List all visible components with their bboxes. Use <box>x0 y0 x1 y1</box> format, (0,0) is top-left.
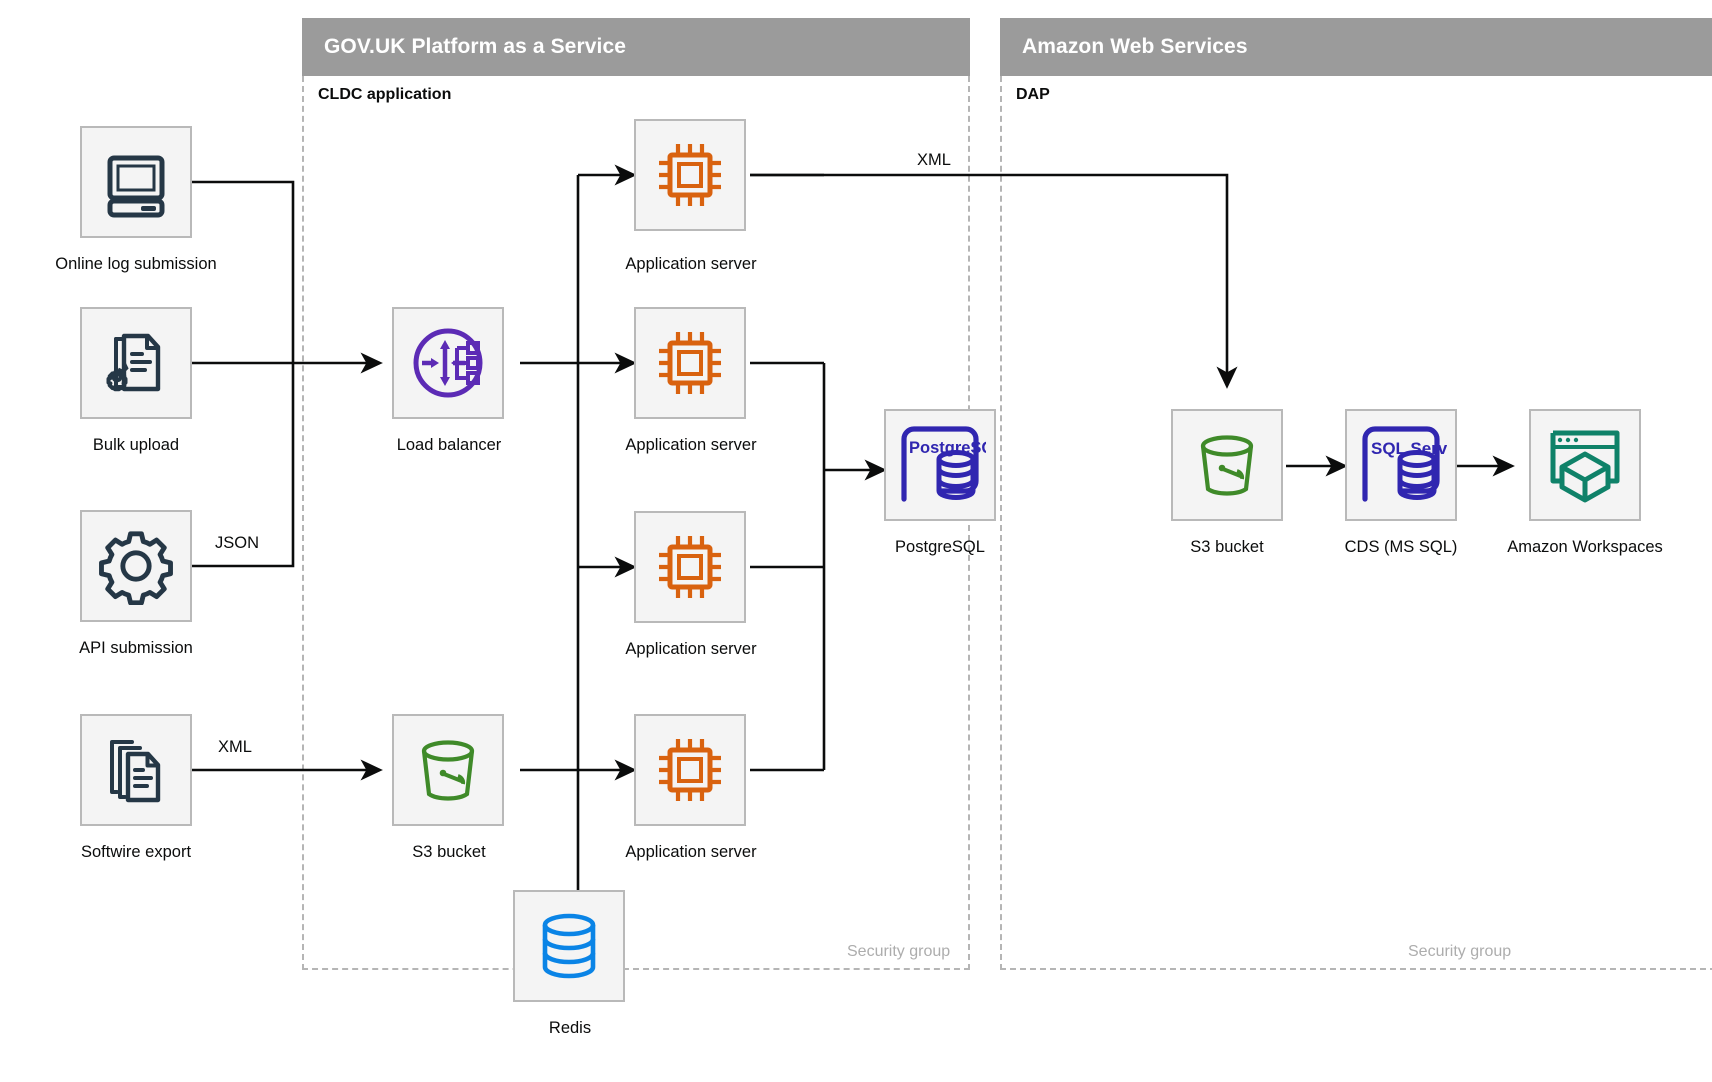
node-softwire-export[interactable] <box>80 714 192 826</box>
node-label-api-submission: API submission <box>79 639 193 657</box>
node-label-s3-bucket-dap: S3 bucket <box>1190 538 1264 556</box>
group-header-paas: GOV.UK Platform as a Service <box>302 18 970 76</box>
node-label-app-server-3: Application server <box>625 640 757 658</box>
node-s3-bucket-dap[interactable] <box>1171 409 1283 521</box>
sql-server-icon: SQL Server <box>1362 426 1447 502</box>
node-load-balancer[interactable] <box>392 307 504 419</box>
node-label-amazon-workspaces: Amazon Workspaces <box>1507 538 1663 556</box>
node-label-cds-ms-sql: CDS (MS SQL) <box>1344 538 1458 556</box>
s3-bucket-icon <box>1200 435 1254 496</box>
group-title-paas: GOV.UK Platform as a Service <box>324 35 626 58</box>
group-header-aws: Amazon Web Services <box>1000 18 1712 76</box>
gear-icon <box>99 531 173 605</box>
node-app-server-2[interactable] <box>634 307 746 419</box>
node-cds-ms-sql[interactable]: SQL Server <box>1345 409 1457 521</box>
cpu-chip-icon <box>659 332 721 394</box>
node-label-redis: Redis <box>548 1019 592 1037</box>
node-bulk-upload[interactable] <box>80 307 192 419</box>
security-group-label-aws: Security group <box>1408 943 1512 960</box>
security-group-label-paas: Security group <box>847 943 951 960</box>
database-cylinder-icon <box>542 913 596 979</box>
node-label-s3-bucket-paas: S3 bucket <box>412 843 486 861</box>
document-gear-icon <box>100 327 161 392</box>
node-api-submission[interactable] <box>80 510 192 622</box>
load-balancer-icon <box>413 328 483 398</box>
node-label-app-server-4: Application server <box>625 843 757 861</box>
group-body-paas <box>302 76 970 970</box>
node-s3-bucket-paas[interactable] <box>392 714 504 826</box>
node-label-app-server-1: Application server <box>625 255 757 273</box>
cpu-chip-icon <box>659 144 721 206</box>
edge-label-xml-dap: XML <box>917 151 951 169</box>
edge-label-xml-softwire: XML <box>218 738 252 756</box>
node-app-server-3[interactable] <box>634 511 746 623</box>
node-redis[interactable] <box>513 890 625 1002</box>
edge-label-json: JSON <box>215 534 260 552</box>
cpu-chip-icon <box>659 739 721 801</box>
workspaces-browser-cube-icon <box>1550 430 1620 503</box>
desktop-computer-icon <box>107 155 165 218</box>
node-online-log-submission[interactable] <box>80 126 192 238</box>
node-label-app-server-2: Application server <box>625 436 757 454</box>
group-body-aws <box>1000 76 1712 970</box>
node-label-bulk-upload: Bulk upload <box>92 436 180 454</box>
node-postgresql[interactable]: PostgreSQL <box>884 409 996 521</box>
group-sublabel-cldc-application: CLDC application <box>318 86 452 103</box>
node-app-server-4[interactable] <box>634 714 746 826</box>
node-label-load-balancer: Load balancer <box>396 436 502 454</box>
node-label-online-log-submission: Online log submission <box>55 255 217 273</box>
group-sublabel-dap: DAP <box>1016 86 1050 103</box>
stacked-documents-icon <box>110 740 161 803</box>
node-amazon-workspaces[interactable] <box>1529 409 1641 521</box>
node-label-postgresql: PostgreSQL <box>895 538 985 556</box>
postgresql-icon: PostgreSQL <box>901 426 986 502</box>
s3-bucket-icon <box>421 740 475 801</box>
group-title-aws: Amazon Web Services <box>1022 35 1248 58</box>
node-app-server-1[interactable] <box>634 119 746 231</box>
node-label-softwire-export: Softwire export <box>80 843 192 861</box>
cpu-chip-icon <box>659 536 721 598</box>
